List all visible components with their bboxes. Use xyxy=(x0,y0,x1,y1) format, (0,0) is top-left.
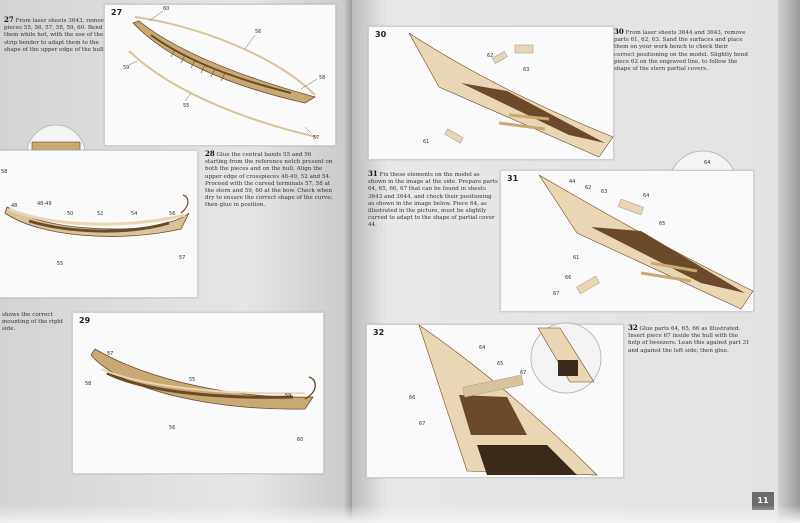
part-label-60: 60 xyxy=(163,6,170,12)
step32-detail-circle xyxy=(530,322,602,394)
step28-gondola-illustration xyxy=(4,194,190,237)
step28-panel: 48 48-49 50 52 54 56 55 57 58 xyxy=(0,150,198,298)
step29-panel: 29 57 58 55 56 59 60 xyxy=(72,312,324,474)
step27-text: From laser sheets 3643, remove pieces 55… xyxy=(4,18,108,53)
step31-text-number: 31 xyxy=(368,169,378,178)
step32-text: Glue parts 64, 65, 66 as illustrated. In… xyxy=(628,326,750,354)
step31-text-block: 31 Fix these elements on the model as sh… xyxy=(368,170,498,230)
part-label-50: 50 xyxy=(67,211,74,217)
part-label-60: 60 xyxy=(297,437,304,443)
part-label-55: 55 xyxy=(189,377,196,383)
step32-text-number: 32 xyxy=(628,323,638,332)
part-label-65: 65 xyxy=(659,221,666,227)
step32-panel: 32 64 65 66 67 xyxy=(366,324,624,478)
part-label-52: 52 xyxy=(97,211,104,217)
part-label-55: 55 xyxy=(183,103,190,109)
part-label-54: 54 xyxy=(131,211,138,217)
page-bottom-shadow xyxy=(0,505,800,523)
part-label-44: 44 xyxy=(569,179,576,185)
step27-text-number: 27 xyxy=(4,15,14,24)
step27-gondola-illustration xyxy=(128,10,318,138)
step28-text-block: 28 Glue the central bands 55 and 56 star… xyxy=(205,150,335,210)
part-label-59: 59 xyxy=(123,65,130,71)
left-page: 27 From laser sheets 3643, remove pieces… xyxy=(0,0,352,523)
step32-number: 32 xyxy=(373,328,385,337)
step29-number: 29 xyxy=(79,316,91,325)
part-label-66: 66 xyxy=(409,395,416,401)
step30-hull-illustration xyxy=(408,32,614,158)
part-label-66: 66 xyxy=(565,275,572,281)
page-edge xyxy=(778,0,800,523)
part-label-55: 55 xyxy=(57,261,64,267)
part-label-59: 59 xyxy=(285,393,292,399)
part-label-61: 61 xyxy=(573,255,580,261)
part-label-63: 63 xyxy=(601,189,608,195)
step28-text: Glue the central bands 55 and 56 startin… xyxy=(205,152,333,209)
step32-text-block: 32 Glue parts 64, 65, 66 as illustrated.… xyxy=(628,324,752,355)
right-page: 30 62 63 61 30 From laser sheets 3644 an… xyxy=(352,0,800,523)
step27-text-block: 27 From laser sheets 3643, remove pieces… xyxy=(4,16,108,54)
step31-hull-illustration xyxy=(538,174,754,310)
step31-panel: 31 44 62 63 64 65 61 66 67 xyxy=(500,170,754,312)
part-label-57: 57 xyxy=(179,255,186,261)
step30-text: From laser sheets 3644 and 3643, remove … xyxy=(614,30,748,73)
part-label-48-49: 48-49 xyxy=(37,201,52,207)
part-label-56: 56 xyxy=(169,425,176,431)
part-label-65: 65 xyxy=(497,361,504,367)
part-label-67: 67 xyxy=(553,291,560,297)
step30-text-number: 30 xyxy=(614,27,624,36)
step30-text-block: 30 From laser sheets 3644 and 3643, remo… xyxy=(614,28,750,73)
step31-number: 31 xyxy=(507,174,519,183)
step30-panel: 30 62 63 61 xyxy=(368,26,614,160)
step29-gondola-illustration xyxy=(90,348,316,410)
step31-text: Fix these elements on the model as shown… xyxy=(368,172,498,229)
part-label-61: 61 xyxy=(423,139,430,145)
part-label-63: 63 xyxy=(523,67,530,73)
part-label-48: 48 xyxy=(11,203,18,209)
part-label-64: 64 xyxy=(643,193,650,199)
step32-hull-illustration xyxy=(418,324,598,476)
step29-caption: shows the correct mounting of the right … xyxy=(2,312,63,333)
part-label-58: 58 xyxy=(319,75,326,81)
part-label-57: 57 xyxy=(313,135,320,141)
step27-number: 27 xyxy=(111,8,123,17)
part-label-58: 58 xyxy=(85,381,92,387)
part-label-56: 56 xyxy=(255,29,262,35)
step27-panel: 27 60 56 58 59 55 57 xyxy=(104,4,336,146)
part-label-67: 67 xyxy=(419,421,426,427)
part-label-64: 64 xyxy=(479,345,486,351)
part-label-58: 58 xyxy=(1,169,8,175)
part-label-62: 62 xyxy=(585,185,592,191)
part-label-67: 67 xyxy=(520,370,527,376)
part-label-56: 56 xyxy=(169,211,176,217)
step30-number: 30 xyxy=(375,30,387,39)
part-label-64: 64 xyxy=(704,160,711,166)
part-label-62: 62 xyxy=(487,53,494,59)
part-label-57: 57 xyxy=(107,351,114,357)
step28-text-number: 28 xyxy=(205,149,215,158)
